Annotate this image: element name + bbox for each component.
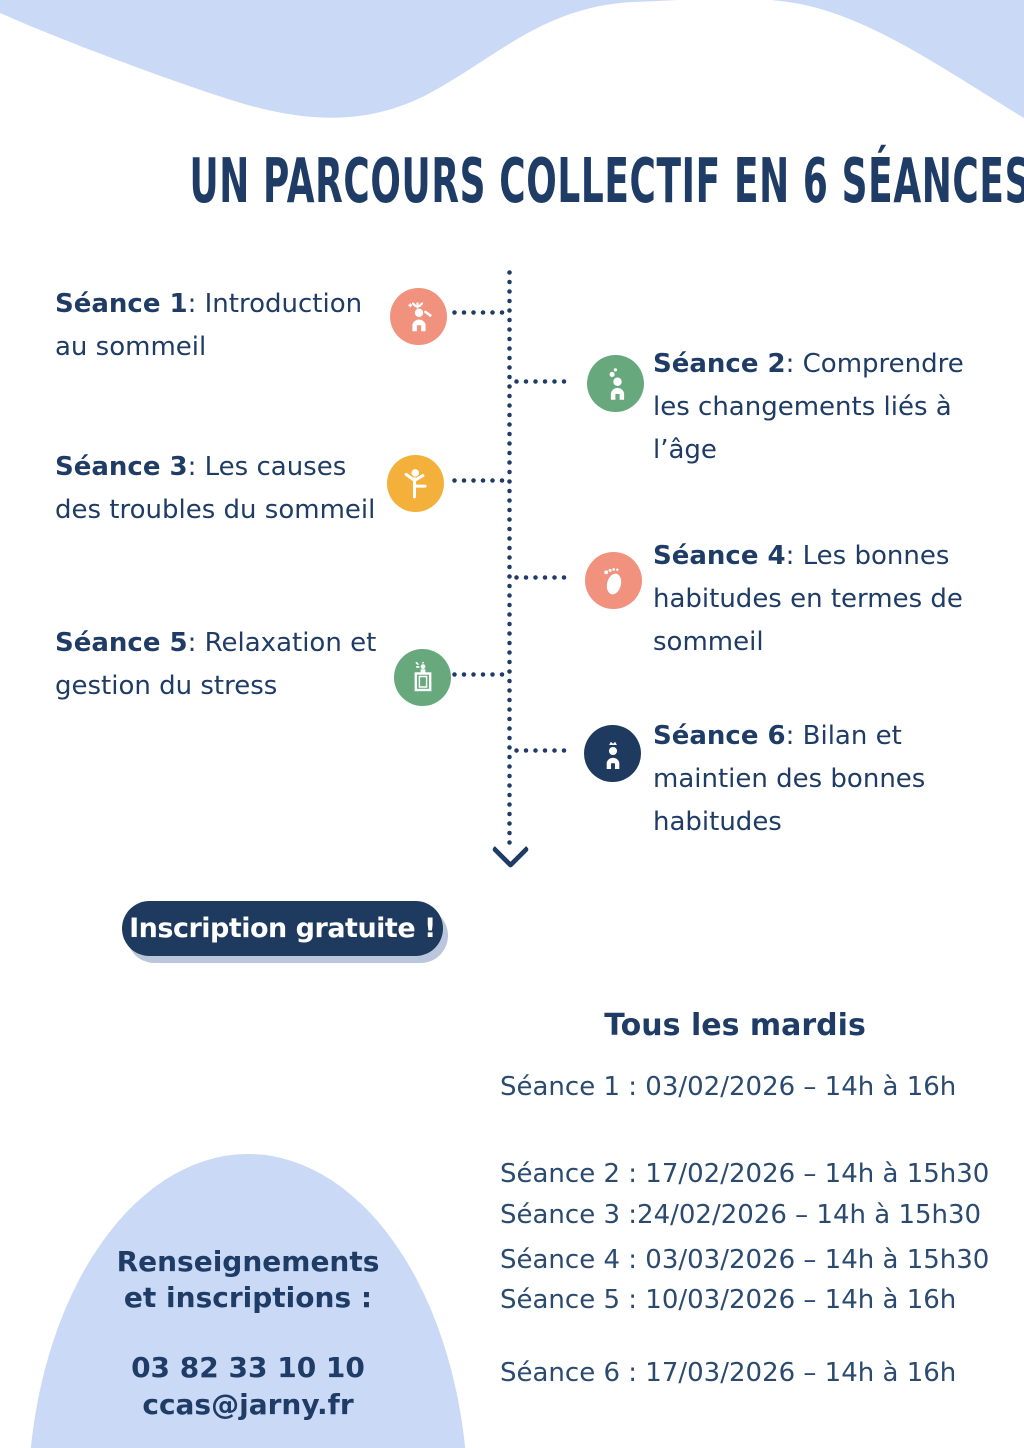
schedule-row-5: Séance 5 : 10/03/2026 – 14h à 16h [500, 1285, 957, 1315]
seance-4-icon-circle [585, 552, 642, 609]
connector-seance-1 [452, 310, 506, 315]
schedule-heading: Tous les mardis [604, 1008, 866, 1043]
contact-phone: 03 82 33 10 10 [131, 1351, 365, 1384]
schedule-row-4: Séance 4 : 03/03/2026 – 14h à 15h30 [500, 1245, 990, 1275]
person-thinking-icon [609, 367, 624, 400]
seance-2-icon-circle [587, 355, 644, 412]
seance-5-text: Séance 5: Relaxation et gestion du stres… [55, 628, 377, 701]
seance-2-label: Séance 2 [653, 349, 786, 379]
connector-seance-4 [514, 575, 570, 580]
free-registration-label: Inscription gratuite ! [129, 913, 436, 944]
connector-seance-6 [514, 748, 570, 753]
seance-3-text: Séance 3: Les causes des troubles du som… [55, 452, 376, 525]
seance-6-label: Séance 6 [653, 721, 786, 751]
person-stretching-icon [404, 468, 426, 498]
seance-6-text: Séance 6: Bilan et maintien des bonnes h… [653, 721, 926, 837]
seance-5-label: Séance 5 [55, 628, 188, 658]
seance-2-text: Séance 2: Comprendre les changements lié… [653, 349, 964, 465]
connector-seance-2 [514, 379, 570, 384]
free-registration-badge: Inscription gratuite ! [122, 901, 443, 956]
page-title: UN PARCOURS COLLECTIF EN 6 SÉANCES [189, 146, 1024, 218]
seance-1-text: Séance 1: Introduction au sommeil [55, 289, 363, 362]
top-wave-shape [0, 0, 1024, 118]
seance-4-label: Séance 4 [653, 541, 786, 571]
timeline-arrow-down-icon [491, 830, 530, 869]
seance-1-label: Séance 1 [55, 289, 188, 319]
seance-6-icon-circle [584, 725, 641, 782]
seance-1-icon-circle [390, 288, 447, 345]
contact-heading-line-2: et inscriptions : [123, 1281, 373, 1314]
schedule-row-6: Séance 6 : 17/03/2026 – 14h à 16h [500, 1358, 957, 1388]
footprint-icon [603, 567, 621, 594]
timeline-dotted-line [507, 270, 512, 845]
person-waving-icon [407, 301, 432, 331]
connector-seance-3 [452, 478, 506, 483]
aroma-bottle-icon [414, 661, 431, 691]
person-crowned-icon [606, 741, 619, 769]
schedule-row-1: Séance 1 : 03/02/2026 – 14h à 16h [500, 1072, 957, 1102]
seance-3-icon-circle [387, 455, 444, 512]
connector-seance-5 [452, 672, 506, 677]
contact-heading-line-1: Renseignements [116, 1245, 380, 1278]
schedule-row-3: Séance 3 :24/02/2026 – 14h à 15h30 [500, 1200, 982, 1230]
schedule-row-2: Séance 2 : 17/02/2026 – 14h à 15h30 [500, 1159, 990, 1189]
seance-5-icon-circle [394, 649, 451, 706]
contact-email: ccas@jarny.fr [142, 1388, 354, 1421]
seance-4-text: Séance 4: Les bonnes habitudes en termes… [653, 541, 963, 657]
seance-3-label: Séance 3 [55, 452, 188, 482]
